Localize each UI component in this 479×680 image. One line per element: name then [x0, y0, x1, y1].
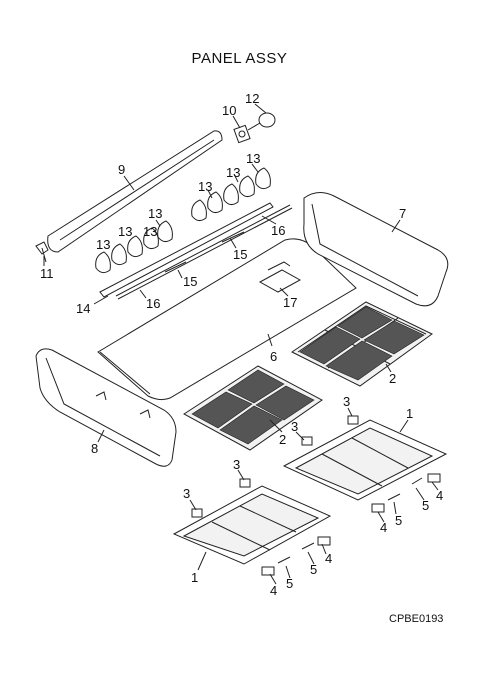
callout-5: 5 [422, 498, 429, 513]
callout-16: 16 [146, 296, 160, 311]
callout-13: 13 [246, 151, 260, 166]
part-7-right-side-cover [303, 192, 449, 307]
part-10-end-cap [233, 124, 251, 144]
callout-4: 4 [270, 583, 277, 598]
callout-12: 12 [245, 91, 259, 106]
part-11-clip [35, 241, 49, 263]
callout-6: 6 [270, 349, 277, 364]
part-1-grille-left [172, 485, 332, 565]
callout-13: 13 [96, 237, 110, 252]
part-6-front-panel [97, 238, 357, 401]
callout-2: 2 [389, 371, 396, 386]
part-13-louver-vanes-left [95, 220, 173, 274]
callout-3: 3 [291, 419, 298, 434]
callout-14: 14 [76, 301, 90, 316]
part-2-filter-upper [291, 301, 433, 387]
leader-lines [43, 103, 439, 585]
callout-17: 17 [283, 295, 297, 310]
callout-7: 7 [399, 206, 406, 221]
drawing-code: CPBE0193 [389, 613, 444, 625]
part-14-louver-rail [99, 202, 274, 298]
callout-5: 5 [395, 513, 402, 528]
part-5-screws [277, 477, 423, 564]
callout-3: 3 [343, 394, 350, 409]
callout-8: 8 [91, 441, 98, 456]
diagram-title: PANEL ASSY [191, 50, 288, 67]
callout-labels: 12 10 9 13 13 13 13 13 13 13 7 16 15 11 … [40, 91, 443, 598]
part-13-louver-vanes-right [191, 167, 271, 222]
part-17-label-plate [258, 261, 302, 293]
callout-13: 13 [198, 179, 212, 194]
part-2-filter-lower [183, 365, 323, 451]
callout-4: 4 [436, 488, 443, 503]
part-8-left-side-cover [35, 348, 177, 467]
callout-1: 1 [406, 406, 413, 421]
callout-2: 2 [279, 432, 286, 447]
callout-11: 11 [40, 266, 54, 281]
callout-3: 3 [183, 486, 190, 501]
callout-13: 13 [148, 206, 162, 221]
part-3-hinges [191, 415, 359, 518]
callout-15: 15 [183, 274, 197, 289]
part-9-hinge-bar [47, 130, 223, 253]
callout-4: 4 [325, 551, 332, 566]
callout-13: 13 [143, 224, 157, 239]
callout-13: 13 [226, 165, 240, 180]
callout-3: 3 [233, 457, 240, 472]
callout-1: 1 [191, 570, 198, 585]
part-1-grille-right [282, 419, 448, 501]
part-4-clamps [261, 473, 441, 576]
callout-5: 5 [286, 576, 293, 591]
callout-4: 4 [380, 520, 387, 535]
part-12-knob [247, 112, 276, 131]
callout-13: 13 [118, 224, 132, 239]
callout-15: 15 [233, 247, 247, 262]
part-15-louver-link [115, 204, 293, 300]
callout-5: 5 [310, 562, 317, 577]
callout-16: 16 [271, 223, 285, 238]
callout-9: 9 [118, 162, 125, 177]
callout-10: 10 [222, 103, 236, 118]
